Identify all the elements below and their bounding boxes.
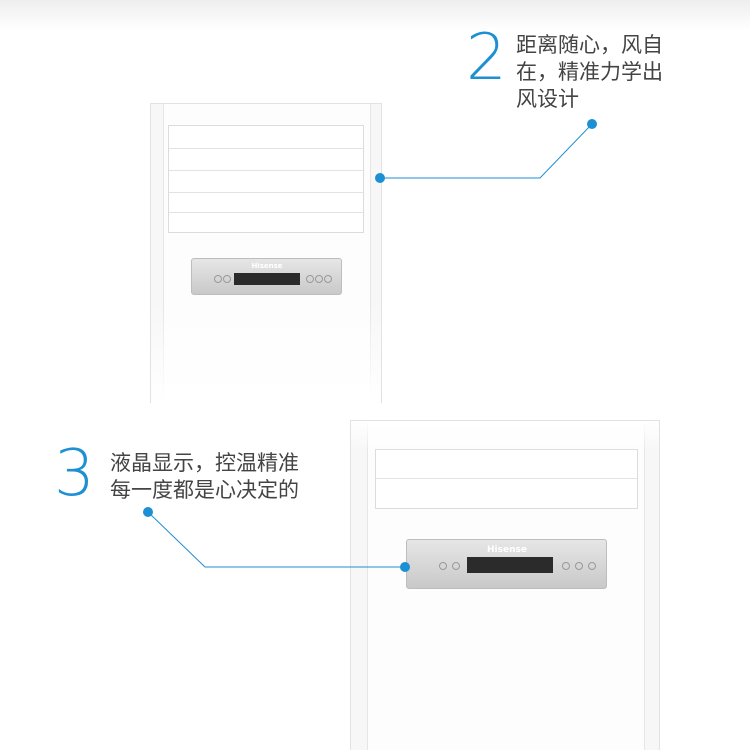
air-conditioner-bottom: Hisense: [350, 420, 660, 750]
air-louver: [375, 449, 638, 509]
callout-dot: [143, 507, 153, 517]
lcd-display: [467, 557, 553, 573]
callout-dot: [375, 173, 385, 183]
brand-logo: Hisense: [251, 262, 283, 270]
text-line: 每一度都是心决定的: [110, 478, 299, 502]
callout-dot: [400, 562, 410, 572]
feature-number-3: 3: [54, 437, 95, 511]
air-louver: [168, 125, 364, 233]
feature-3-text: 液晶显示，控温精准 每一度都是心决定的: [110, 450, 299, 504]
feature-2-text: 距离随心，风自 在，精准力学出 风设计: [516, 32, 663, 113]
lcd-display: [234, 273, 300, 285]
callout-dot: [587, 119, 597, 129]
text-line: 液晶显示，控温精准: [110, 451, 299, 475]
text-line: 风设计: [516, 87, 579, 111]
control-panel: Hisense: [191, 258, 342, 295]
text-line: 距离随心，风自: [516, 33, 663, 57]
brand-logo: Hisense: [487, 545, 527, 555]
control-panel: Hisense: [406, 539, 607, 589]
feature-number-2: 2: [466, 21, 507, 95]
air-conditioner-top: Hisense: [150, 103, 382, 404]
top-shadow: [0, 0, 750, 30]
text-line: 在，精准力学出: [516, 60, 663, 84]
